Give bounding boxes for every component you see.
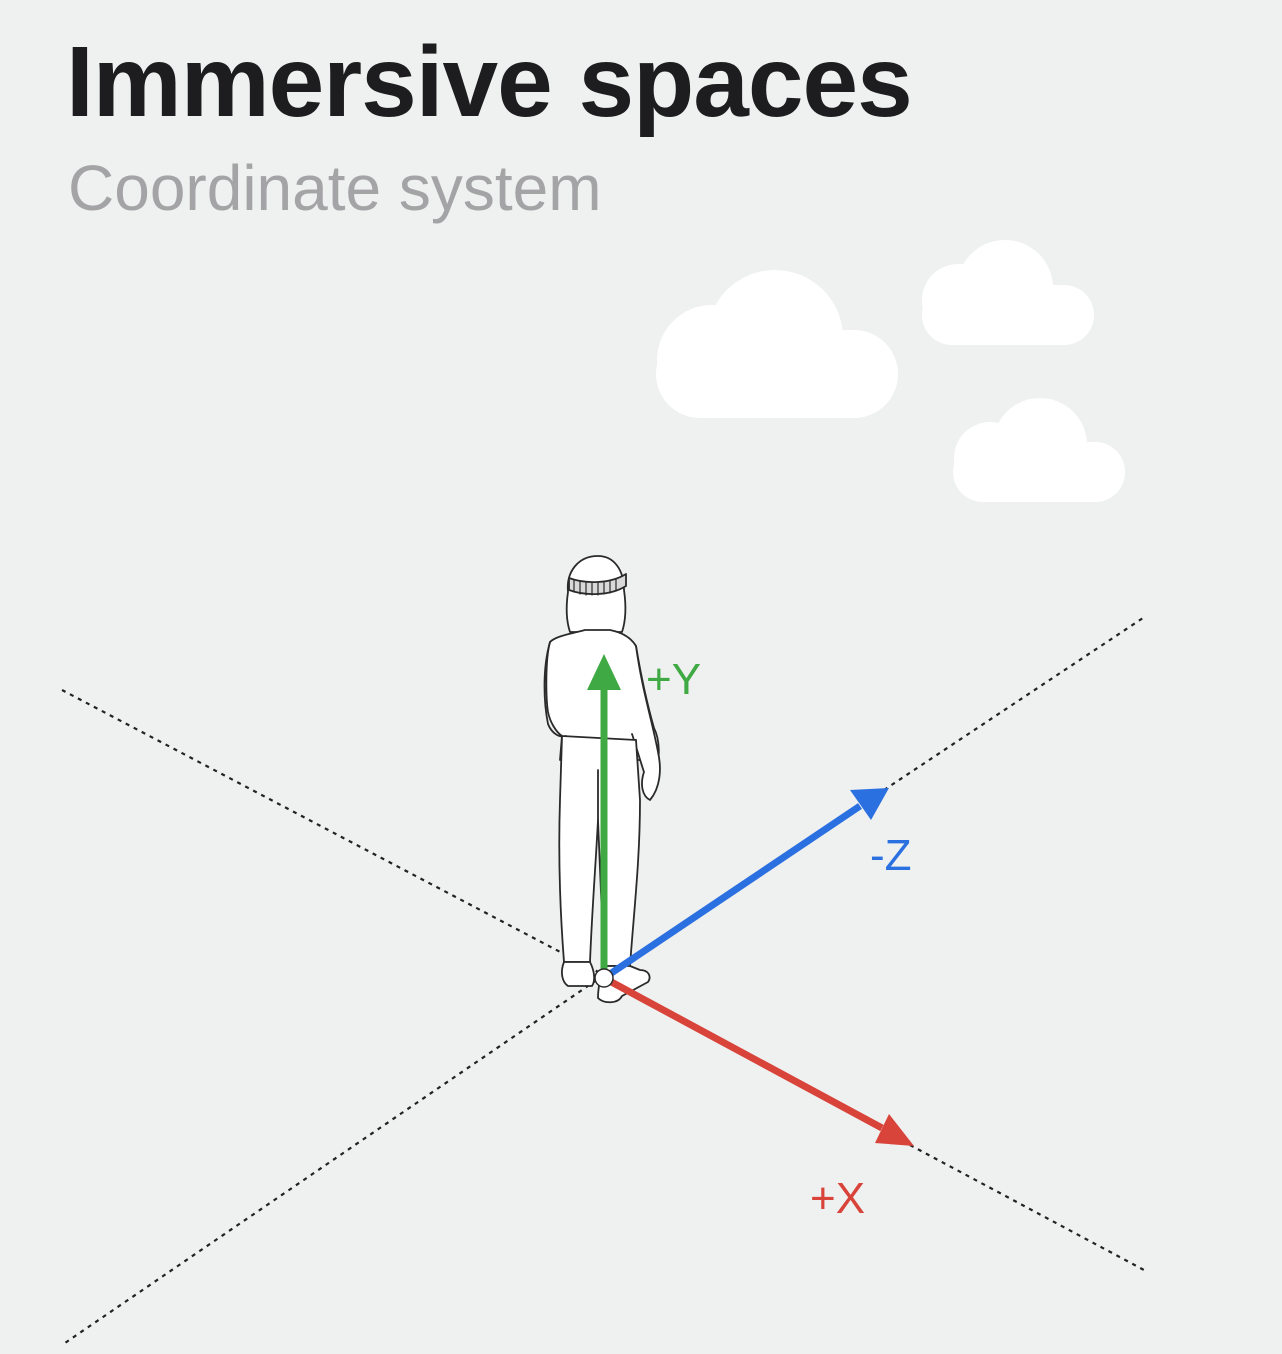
page-subtitle: Coordinate system xyxy=(68,152,602,224)
y-axis-label: +Y xyxy=(646,655,701,704)
origin-point-icon xyxy=(594,968,614,988)
z-axis-label: -Z xyxy=(870,831,912,880)
cloud-icon xyxy=(953,398,1125,502)
x-axis-arrow xyxy=(602,974,914,1146)
z-axis-arrow xyxy=(602,788,889,981)
x-axis-label: +X xyxy=(810,1174,865,1223)
cloud-icon xyxy=(922,240,1094,345)
ground-axis-lines xyxy=(61,615,1147,1346)
page-title: Immersive spaces xyxy=(66,26,913,138)
y-axis-arrow xyxy=(587,654,621,978)
cloud-icon xyxy=(656,270,898,418)
